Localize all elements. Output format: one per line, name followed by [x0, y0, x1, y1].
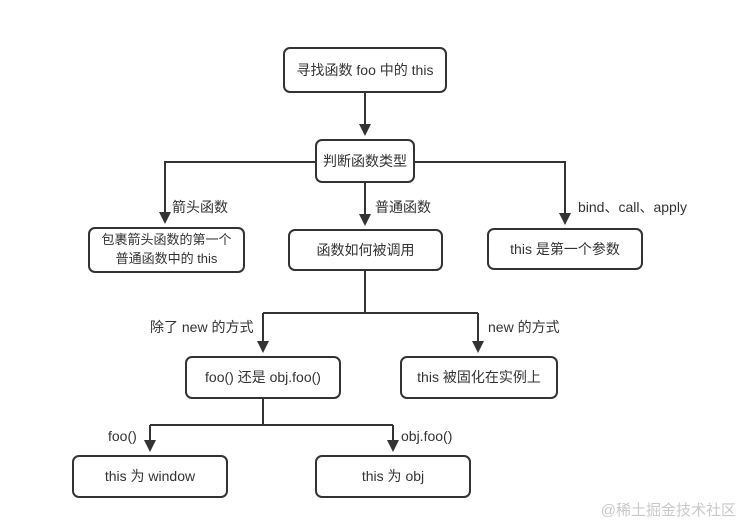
- watermark-text: @稀土掘金技术社区: [600, 502, 736, 519]
- node-arrow-result: 包裹箭头函数的第一个 普通函数中的 this: [88, 227, 245, 273]
- node-new-result-label: this 被固化在实例上: [417, 369, 541, 386]
- node-bind-result-label: this 是第一个参数: [510, 240, 620, 257]
- edge-label-new-way: new 的方式: [488, 319, 560, 335]
- node-obj-result: this 为 obj: [315, 455, 471, 498]
- edge-label-foo-call: foo(): [108, 428, 137, 444]
- edge-label-bind-call-apply: bind、call、apply: [578, 199, 687, 215]
- node-arrow-result-line1: 包裹箭头函数的第一个: [101, 232, 232, 248]
- node-obj-result-label: this 为 obj: [361, 468, 425, 485]
- node-foo-or-objfoo: foo() 还是 obj.foo(): [185, 356, 341, 399]
- edge-label-obj-foo-call: obj.foo(): [401, 428, 453, 444]
- node-how-called: 函数如何被调用: [288, 229, 443, 271]
- edge-label-except-new: 除了 new 的方式: [150, 319, 254, 335]
- node-bind-result: this 是第一个参数: [487, 228, 643, 270]
- edge-judge-to-bind-result: [415, 161, 571, 225]
- node-window-result: this 为 window: [72, 455, 228, 498]
- edge-label-arrow-fn: 箭头函数: [172, 199, 228, 215]
- node-judge-type-label: 判断函数类型: [323, 152, 407, 169]
- node-judge-type: 判断函数类型: [315, 139, 415, 183]
- node-find-this-label: 寻找函数 foo 中的 this: [296, 61, 434, 78]
- edge-judge-to-arrow-result: [159, 161, 315, 224]
- node-arrow-result-line2: 普通函数中的 this: [115, 251, 218, 266]
- node-foo-or-objfoo-label: foo() 还是 obj.foo(): [205, 369, 321, 386]
- node-how-called-label: 函数如何被调用: [316, 241, 415, 258]
- node-window-result-label: this 为 window: [104, 468, 196, 485]
- edge-label-normal-fn: 普通函数: [375, 199, 431, 215]
- node-find-this: 寻找函数 foo 中的 this: [283, 47, 447, 93]
- node-new-result: this 被固化在实例上: [400, 356, 558, 399]
